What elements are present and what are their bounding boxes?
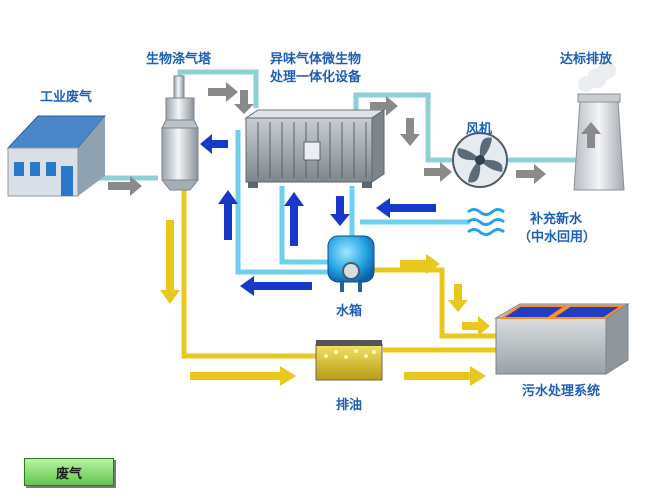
arrow-water-6 — [376, 198, 436, 218]
factory-building — [6, 115, 107, 197]
oil-flow-arrows — [160, 220, 490, 386]
makeup-water-waves — [467, 208, 505, 236]
label-bio-scrubber: 生物涤气塔 — [146, 52, 212, 67]
water-flow-arrows — [200, 134, 436, 296]
legend-gas-label: 废气 — [55, 466, 82, 482]
scrubber-tower — [160, 75, 200, 191]
arrow-water-1 — [200, 134, 228, 154]
arrow-water-2 — [218, 190, 238, 240]
water-pipe-unit-to-tank — [279, 186, 328, 265]
arrow-water-3 — [284, 192, 304, 246]
arrow-gas-5 — [400, 118, 420, 146]
label-water-tank: 水箱 — [336, 304, 363, 319]
gas-pipe-unit-to-fan — [353, 92, 452, 163]
label-industrial-gas: 工业废气 — [40, 90, 93, 105]
water-pipes — [235, 130, 470, 275]
arrow-oil-6 — [462, 316, 490, 336]
gas-flow-arrows — [108, 82, 601, 196]
label-makeup-water-line2: （中水回用） — [518, 230, 597, 245]
oil-pipe-tank-to-treatment — [372, 267, 496, 339]
arrow-oil-2 — [190, 366, 296, 386]
water-tank — [327, 235, 375, 292]
arrow-oil-1 — [160, 220, 180, 304]
arrow-water-5 — [240, 276, 312, 296]
label-wastewater-treatment: 污水处理系统 — [522, 384, 601, 399]
water-pipe-tank-to-tower — [235, 130, 328, 275]
arrow-gas-4 — [370, 96, 398, 116]
arrow-gas-7 — [516, 164, 546, 184]
label-fan: 风机 — [466, 122, 493, 137]
arrow-gas-6 — [424, 162, 452, 182]
label-compliant-discharge: 达标排放 — [560, 52, 613, 67]
label-oil-drain: 排油 — [336, 398, 363, 413]
arrow-oil-5 — [448, 284, 468, 312]
label-integrated-unit-line1: 异味气体微生物 — [270, 52, 362, 67]
arrow-gas-1 — [108, 176, 142, 196]
arrow-gas-8 — [581, 122, 601, 148]
arrow-gas-2 — [208, 82, 238, 102]
oil-drain-tank — [315, 340, 383, 381]
chimney — [573, 61, 625, 191]
label-integrated-unit-line2: 处理一体化设备 — [270, 70, 362, 85]
legend-gas-button[interactable]: 废气 — [24, 458, 114, 486]
arrow-oil-3 — [404, 366, 486, 386]
arrow-gas-3 — [234, 90, 254, 114]
arrow-oil-4 — [400, 254, 440, 274]
fan — [452, 132, 508, 188]
arrow-water-4 — [330, 196, 350, 226]
oil-pipe-tower-to-drain — [181, 188, 318, 359]
label-makeup-water-line1: 补充新水 — [530, 212, 583, 227]
bio-treatment-unit — [244, 109, 386, 188]
oil-pipes — [181, 188, 496, 359]
wastewater-treatment-pools — [494, 303, 630, 375]
